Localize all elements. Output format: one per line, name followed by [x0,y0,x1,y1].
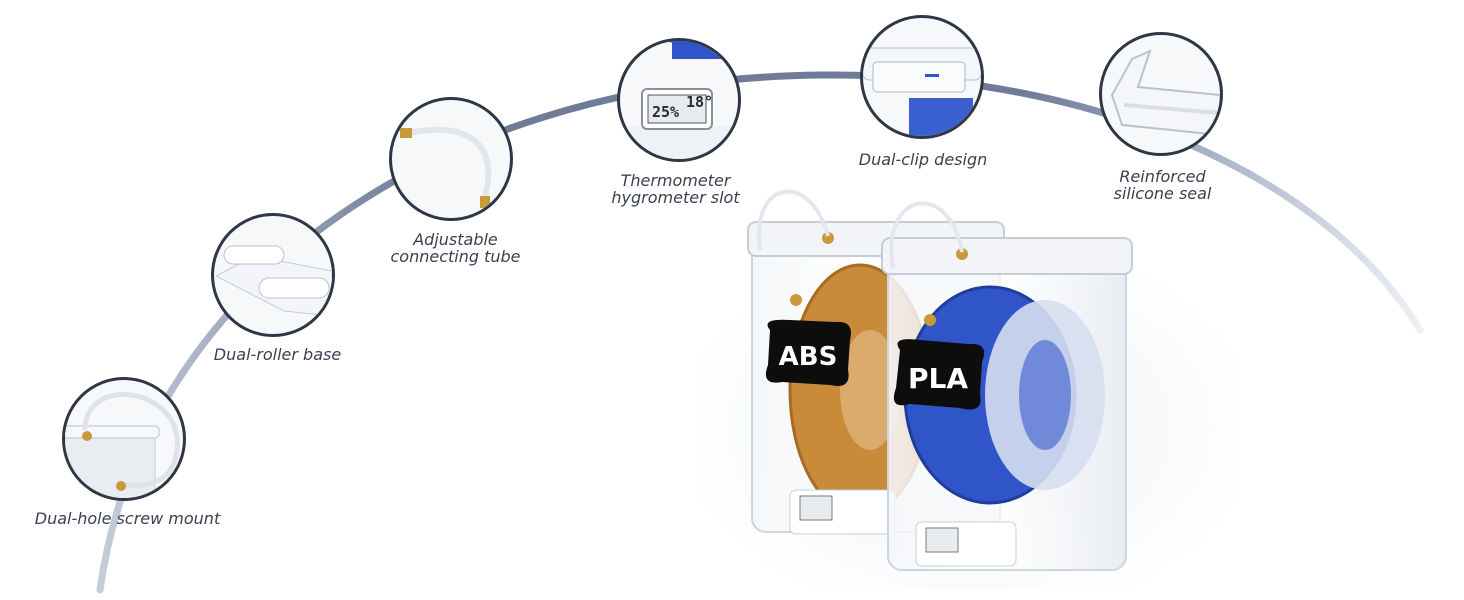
dual-clip-caption: Dual-clip design [858,150,988,169]
pla-label-tag: PLA [893,339,985,410]
silicone-seal-bubble [1099,32,1223,156]
clip-icon [872,61,966,93]
screw-fitting-icon [82,431,92,441]
screw-mount-bubble [62,377,186,501]
hygrometer-humidity: 25% [652,103,679,121]
connecting-tube-caption: Adjustable connecting tube [390,230,521,266]
pla-label-text: PLA [908,362,968,395]
pla-dry-box [881,201,1133,571]
arc-line [96,71,1424,594]
dual-clip-bubble [860,15,984,139]
hygrometer-slot-bubble: 25% 18° [617,38,741,162]
roller-icon [223,245,285,265]
connecting-tube-bubble [389,97,513,221]
hygrometer-temperature: 18° [686,93,713,111]
roller-base-bubble [211,213,335,337]
tube-icon [405,126,492,201]
hygrometer-slot-caption: Thermometer hygrometer slot [611,171,740,207]
seal-icon [1110,49,1220,137]
screw-mount-caption: Dual-hole screw mount [34,509,221,528]
silicone-seal-caption: Reinforced silicone seal [1113,167,1212,203]
abs-label-tag: ABS [765,319,851,386]
roller-base-caption: Dual-roller base [213,345,342,364]
abs-label-text: ABS [779,342,838,372]
